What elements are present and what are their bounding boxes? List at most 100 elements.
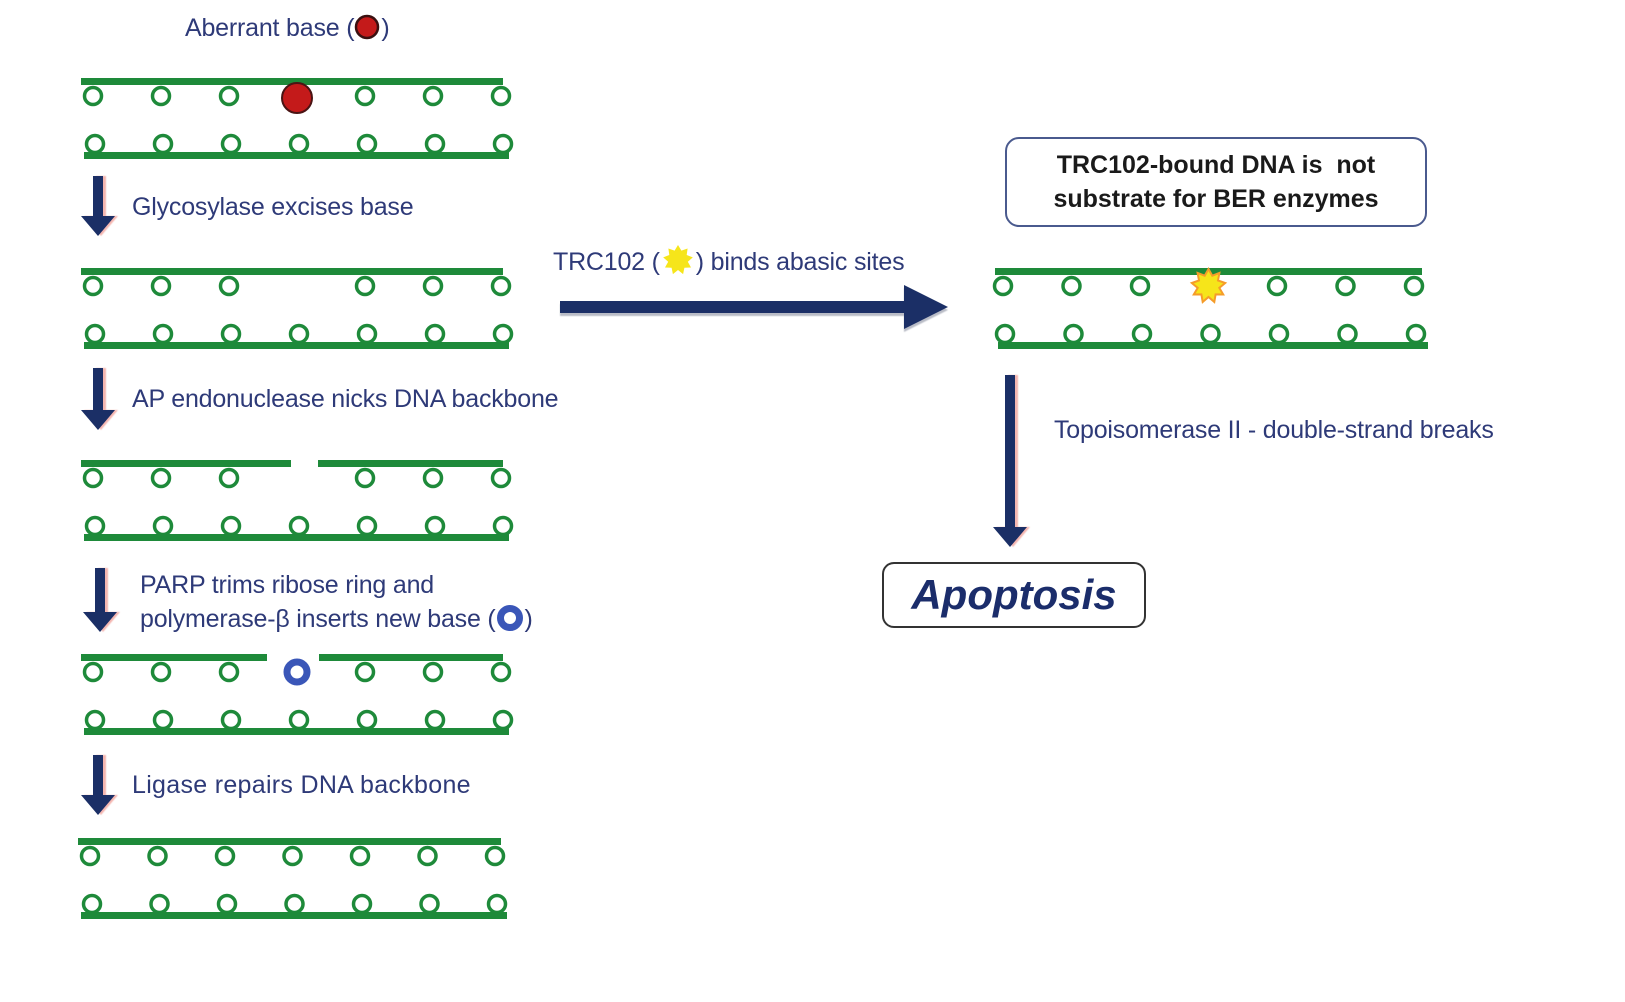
top-backbone (81, 268, 503, 275)
base (1266, 275, 1288, 297)
base (220, 515, 242, 537)
dna-duplex-aberrant (81, 78, 514, 159)
aberrant-base (281, 82, 313, 114)
base (994, 323, 1016, 345)
step-3-label-line2: polymerase-β inserts new base () (140, 602, 533, 636)
step-3-label-line1: PARP trims ribose ring and (140, 571, 434, 599)
arrow-icon (81, 755, 115, 815)
base (1337, 323, 1358, 345)
dna-duplex-repaired (78, 838, 508, 919)
step-3-label-line2-text: polymerase-β inserts new base ( (140, 605, 496, 633)
bottom-backbone (84, 342, 509, 349)
base (351, 893, 373, 915)
base (422, 661, 444, 683)
step-3-label: PARP trims ribose ring and polymerase-β … (140, 568, 533, 636)
trc102-star (1189, 266, 1228, 304)
base (82, 275, 104, 297)
dna-duplex-new-base-inserted (81, 654, 514, 735)
base (492, 133, 514, 155)
base (150, 85, 172, 107)
base (79, 845, 101, 867)
top-backbone-left (81, 654, 267, 661)
trc102-star-icon (662, 245, 693, 275)
dna-duplexes (78, 78, 1428, 919)
topoisomerase-arrow (993, 375, 1030, 547)
base (356, 709, 378, 731)
base (992, 275, 1014, 297)
base (150, 275, 172, 297)
base (356, 133, 378, 155)
arrow-icon (81, 368, 115, 430)
base (1335, 275, 1356, 297)
trc102-binding-suffix: ) binds abasic sites (695, 248, 905, 276)
base (152, 515, 174, 537)
base (419, 893, 440, 915)
base (484, 845, 506, 867)
aberrant-base-icon (355, 15, 380, 40)
step-1-arrow (81, 176, 118, 236)
base (1061, 275, 1082, 297)
aberrant-base-legend-close: ) (381, 14, 390, 42)
base (81, 893, 103, 915)
base (349, 845, 371, 867)
step-3-label-close: ) (524, 605, 533, 633)
base (424, 323, 446, 345)
base (1063, 323, 1084, 345)
base (492, 515, 514, 537)
base (354, 467, 376, 489)
note-line2: substrate for BER enzymes (1053, 185, 1379, 213)
arrows (81, 176, 1030, 815)
base (490, 85, 512, 107)
base (84, 323, 106, 345)
dna-duplex-trc102-bound (992, 266, 1428, 349)
bottom-backbone (84, 728, 509, 735)
base (220, 323, 242, 345)
base (152, 709, 174, 731)
base (424, 133, 446, 155)
step-4-arrow (81, 755, 118, 815)
base (422, 467, 444, 489)
base (82, 661, 104, 683)
trc102-binding-label: TRC102 ( ) binds abasic sites (553, 245, 905, 277)
base (149, 893, 170, 915)
base (424, 709, 446, 731)
apoptosis-box: Apoptosis (882, 562, 1146, 628)
base (152, 133, 174, 155)
new-base-icon (496, 605, 523, 632)
base (284, 893, 305, 915)
base (490, 661, 512, 683)
bottom-backbone (998, 342, 1428, 349)
base (152, 323, 174, 345)
base (220, 709, 242, 731)
base (218, 85, 240, 107)
base (1129, 275, 1151, 297)
base (354, 661, 376, 683)
trc102-binding-prefix: TRC102 ( (553, 248, 660, 276)
base (490, 467, 512, 489)
base (288, 323, 310, 345)
step-2-label: AP endonuclease nicks DNA backbone (132, 385, 559, 413)
base (1268, 323, 1290, 345)
base (1131, 323, 1153, 345)
top-backbone-left (81, 460, 291, 467)
step-4-label: Ligase repairs DNA backbone (132, 771, 471, 799)
base (84, 709, 106, 731)
base (150, 661, 172, 683)
base (84, 133, 106, 155)
bottom-backbone (81, 912, 507, 919)
aberrant-base-legend-text: Aberrant base ( (185, 14, 355, 42)
bottom-backbone (84, 534, 509, 541)
topoisomerase-label: Topoisomerase II - double-strand breaks (1054, 416, 1494, 444)
arrow-icon (81, 176, 115, 236)
top-backbone-right (318, 460, 503, 467)
base (422, 275, 444, 297)
base (356, 515, 378, 537)
base (147, 845, 168, 867)
base (492, 323, 514, 345)
arrow-icon (83, 568, 117, 632)
step-2-arrow (81, 368, 118, 430)
base (424, 515, 446, 537)
base (354, 275, 376, 297)
step-3-arrow (83, 568, 120, 632)
